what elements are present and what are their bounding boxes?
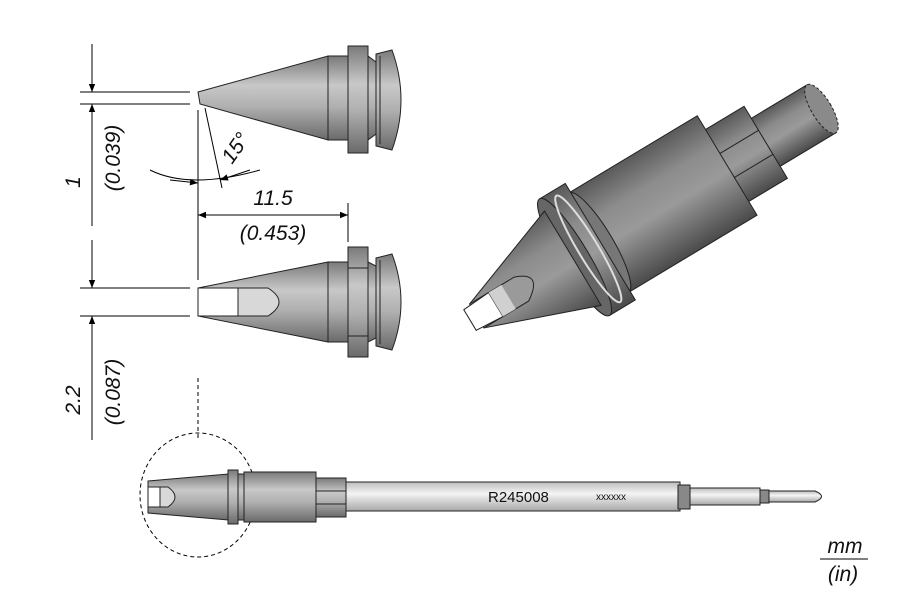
serial-number: xxxxxx — [596, 492, 626, 503]
unit-in-label: (in) — [828, 563, 858, 586]
tip-side-view — [197, 45, 402, 154]
thickness-in-label: (0.039) — [102, 125, 125, 192]
length-mm-label: 11.5 — [253, 187, 293, 210]
length-in-label: (0.453) — [240, 222, 307, 245]
unit-mm-label: mm — [828, 535, 863, 558]
width-in-label: (0.087) — [102, 359, 125, 426]
angle-label: 15° — [217, 129, 254, 168]
tip-3d-view — [463, 83, 839, 331]
width-mm-label: 2.2 — [62, 385, 85, 416]
tip-front-view — [197, 246, 402, 358]
full-tip-view — [147, 469, 822, 525]
part-number: R245008 — [488, 489, 549, 506]
thickness-mm-label: 1 — [62, 176, 85, 188]
